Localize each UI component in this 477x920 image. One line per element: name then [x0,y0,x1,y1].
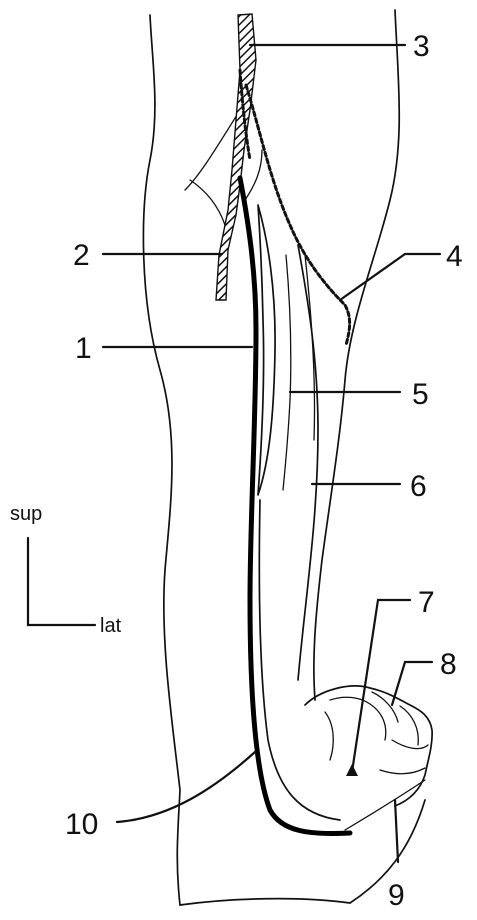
popliteal-region [185,115,262,225]
leader-10 [117,752,255,822]
label-1: 1 [75,332,92,365]
label-6: 6 [410,470,427,503]
structure-6-parallel [305,255,315,440]
orientation-indicator: sup lat [10,503,122,637]
label-7: 7 [418,586,435,619]
leader-9 [395,800,398,862]
label-3: 3 [413,30,430,63]
label-8: 8 [440,648,457,681]
structure-6-tendon [298,245,318,680]
orientation-lat: lat [100,615,122,637]
orientation-axes [28,538,95,625]
label-10: 10 [65,808,98,841]
structure-5-muscle [258,205,275,495]
leader-lines [103,45,440,862]
orientation-sup: sup [10,503,42,525]
arrow-7-head [346,764,358,776]
structure-5-inner-line [283,255,291,490]
label-9: 9 [388,879,405,912]
leader-4 [340,254,440,300]
label-5: 5 [412,378,429,411]
label-4: 4 [446,240,463,273]
foot-toes [305,686,432,830]
label-2: 2 [73,239,90,272]
